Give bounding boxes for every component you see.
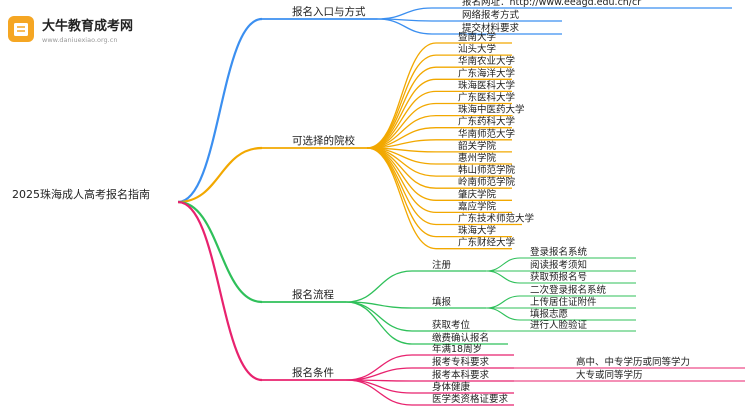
connector-line (366, 102, 437, 149)
branch-2-item: 惠州学院 (458, 152, 497, 164)
logo-title: 大牛教育成考网 (42, 19, 134, 34)
branch-2-item: 华南农业大学 (458, 55, 515, 67)
connector-line (377, 7, 433, 20)
connector-line (345, 270, 413, 303)
connector-line (345, 379, 413, 394)
branch-4-label: 报名条件 (292, 366, 334, 379)
branch-2-item: 珠海中医药大学 (458, 104, 525, 116)
connector-line (177, 17, 263, 204)
branch-2-item: 韶关学院 (458, 140, 497, 152)
connector-line (345, 301, 413, 332)
branch-3-subitem: 二次登录报名系统 (530, 284, 607, 296)
logo-url: www.daniuexiao.org.cn (42, 36, 118, 44)
connector-line (366, 66, 437, 149)
site-logo: 大牛教育成考网 www.daniuexiao.org.cn (6, 10, 166, 50)
connector-line (177, 200, 263, 382)
connector-line (345, 367, 413, 381)
connector-line (377, 18, 433, 35)
branch-3-item: 填报 (432, 296, 452, 308)
branch-2-item: 肇庆学院 (458, 188, 497, 200)
connector-line (345, 354, 413, 381)
branch-2-item: 华南师范大学 (458, 128, 515, 140)
connector-line (345, 379, 413, 406)
branch-2-item: 暨南大学 (458, 31, 496, 43)
branch-2-item: 广东技术师范大学 (458, 213, 534, 225)
branch-1-item: 网络报考方式 (462, 9, 520, 21)
graduation-book-icon (8, 16, 34, 42)
branch-3-subitem: 填报志愿 (530, 308, 568, 320)
branch-2-item: 珠海大学 (458, 225, 496, 237)
branch-1-label: 报名入口与方式 (292, 5, 366, 18)
branch-3-subitem: 进行人脸验证 (530, 319, 588, 331)
branch-4-item: 年满18周岁 (432, 343, 482, 355)
branch-4-item: 身体健康 (432, 381, 471, 393)
branch-2-item: 汕头大学 (458, 43, 496, 55)
connector-line (366, 147, 437, 189)
root-topic: 2025珠海成人高考报名指南 (12, 187, 150, 201)
branch-3-subitem: 阅读报考须知 (530, 259, 587, 271)
branch-1-item: 提交材料要求 (462, 22, 520, 34)
branch-3-subitem: 登录报名系统 (530, 246, 588, 258)
branch-3-item: 获取考位 (432, 319, 471, 331)
connector-line (485, 270, 521, 284)
branch-2-item: 广东海洋大学 (458, 67, 515, 79)
connector-line (366, 54, 437, 149)
connector-line (485, 307, 521, 321)
branch-3-subitem: 上传居住证附件 (530, 296, 597, 308)
branch-2-item: 广东医科大学 (458, 92, 515, 104)
branch-4-item: 报考本科要求 (432, 369, 490, 381)
branch-2-item: 岭南师范学院 (458, 176, 516, 188)
connector-line (366, 147, 437, 214)
connector-line (177, 146, 263, 204)
branch-2-item: 广东财经大学 (458, 237, 515, 249)
branch-3-item: 缴费确认报名 (432, 332, 489, 344)
branch-3-item: 注册 (432, 259, 452, 271)
branch-4-subitem: 高中、中专学历或同等学力 (576, 356, 690, 368)
connector-line (345, 301, 413, 345)
branch-3-subitem: 获取预报名号 (530, 271, 587, 283)
connector-line (485, 257, 521, 272)
branch-4-item: 医学类资格证要求 (432, 393, 509, 405)
branch-2-item: 珠海医科大学 (458, 79, 515, 91)
branch-2-item: 嘉应学院 (458, 200, 497, 212)
branch-1-item: 报名网址：http://www.eeagd.edu.cn/cr (462, 0, 641, 8)
connector-line (177, 200, 263, 304)
branch-4-item: 报考专科要求 (432, 356, 490, 368)
branch-3-label: 报名流程 (292, 288, 334, 301)
branch-2-item: 韩山师范学院 (458, 164, 516, 176)
branch-2-label: 可选择的院校 (292, 134, 355, 147)
connector-line (485, 295, 521, 309)
connector-line (366, 147, 437, 250)
branch-2-item: 广东药科大学 (458, 116, 515, 128)
branch-4-subitem: 大专或同等学历 (576, 369, 643, 381)
